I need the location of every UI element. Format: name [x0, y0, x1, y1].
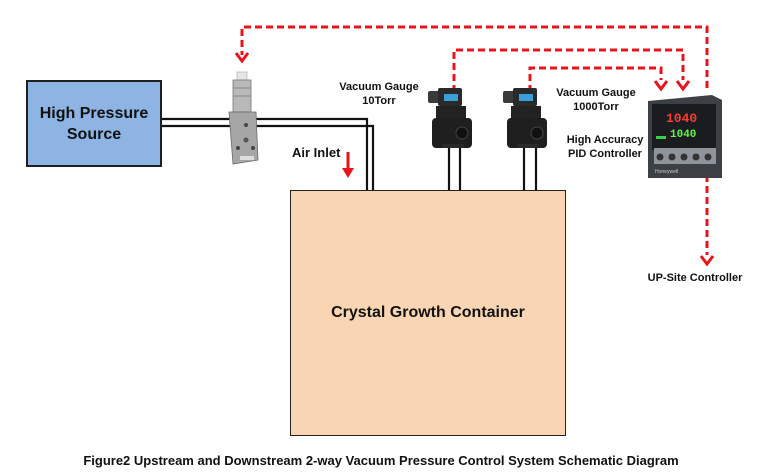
pid-sp-display: 1040 — [670, 129, 696, 141]
pressure-regulator-valve-icon — [228, 71, 259, 165]
gauge-2-label-line1: Vacuum Gauge — [556, 87, 636, 99]
air-inlet-arrow — [342, 152, 354, 178]
high-pressure-source-box: High Pressure Source — [26, 80, 162, 167]
pid-brand-label: Honeywell — [655, 169, 678, 175]
gauge-1-label-line1: Vacuum Gauge — [339, 81, 419, 93]
pipe-source-to-container — [162, 117, 375, 190]
pid-pv-display: 1040 — [666, 111, 697, 126]
pipe-gauge-1 — [447, 148, 462, 190]
signal-line-gauge-1 — [452, 48, 685, 92]
gauge-2-label: Vacuum Gauge 1000Torr — [553, 86, 639, 114]
vacuum-gauge-1000torr-icon — [503, 88, 547, 148]
gauge-1-label-line2: 10Torr — [362, 95, 396, 107]
upsite-controller-label: UP-Site Controller — [647, 272, 743, 284]
arrowhead-upsite — [699, 255, 715, 267]
crystal-growth-container-label: Crystal Growth Container — [331, 304, 525, 321]
gauge-1-label: Vacuum Gauge 10Torr — [336, 80, 422, 108]
pid-label-line2: PID Controller — [568, 148, 642, 160]
gauge-2-label-line2: 1000Torr — [573, 101, 619, 113]
figure-caption: Figure2 Upstream and Downstream 2-way Va… — [83, 453, 679, 468]
pid-controller-icon: 1040 1040 Honeywell — [648, 95, 722, 178]
arrowhead-valve — [234, 52, 250, 64]
vacuum-gauge-10torr-icon — [428, 88, 472, 148]
crystal-growth-container-box: Crystal Growth Container — [290, 190, 566, 436]
pid-controller-label: High Accuracy PID Controller — [564, 133, 646, 161]
high-pressure-source-label: High Pressure Source — [39, 104, 149, 143]
arrowhead-gauge-1 — [675, 80, 691, 92]
arrowhead-gauge-2 — [653, 80, 669, 92]
signal-line-gauge-2 — [528, 66, 663, 92]
pid-label-line1: High Accuracy — [566, 134, 644, 146]
signal-line-to-valve — [240, 25, 709, 88]
pipe-gauge-2 — [522, 148, 538, 190]
air-inlet-label: Air Inlet — [292, 145, 341, 160]
